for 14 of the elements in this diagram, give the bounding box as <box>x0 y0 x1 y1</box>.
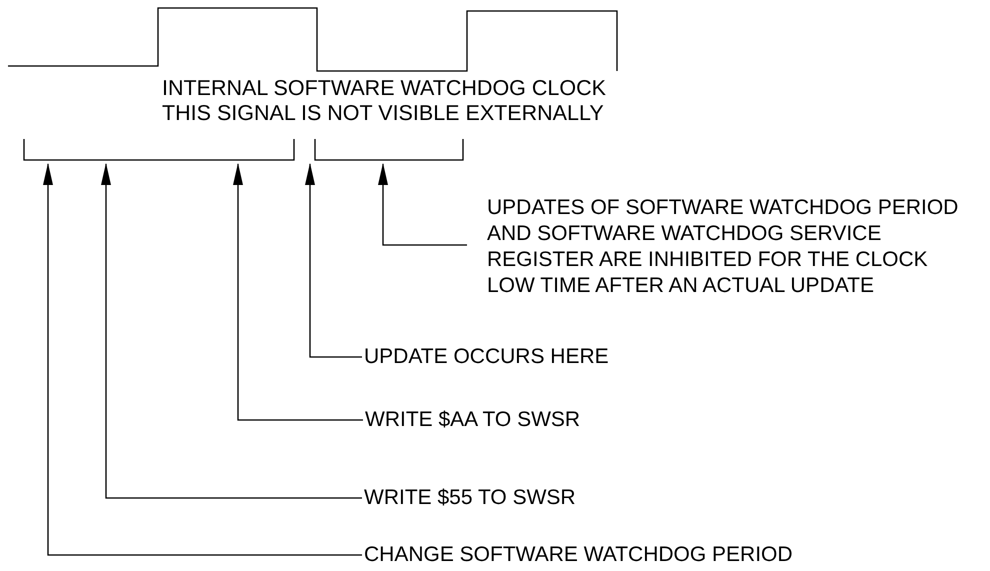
signal-note: INTERNAL SOFTWARE WATCHDOG CLOCK <box>162 76 606 101</box>
callout-text: CHANGE SOFTWARE WATCHDOG PERIOD <box>362 542 793 568</box>
leader-arrow <box>378 163 467 246</box>
callout-text: WRITE $55 TO SWSR <box>362 485 576 511</box>
signal-note: THIS SIGNAL IS NOT VISIBLE EXTERNALLY <box>162 101 604 126</box>
callout-text: UPDATE OCCURS HERE <box>362 344 609 370</box>
leader-arrow <box>305 163 362 358</box>
leader-arrow <box>101 163 362 499</box>
bracket <box>314 139 464 161</box>
callout-text: WRITE $AA TO SWSR <box>363 407 580 433</box>
leader-arrow <box>43 163 362 556</box>
bracket <box>23 139 295 161</box>
note-text: UPDATES OF SOFTWARE WATCHDOG PERIOD AND SOFTWARE WATCHDOG SERVICE REGISTER ARE INHIBITED FOR THE CLOCK LOW TIME AFTER AN ACTUAL UPDATE <box>467 195 975 299</box>
leader-arrow <box>233 163 363 421</box>
